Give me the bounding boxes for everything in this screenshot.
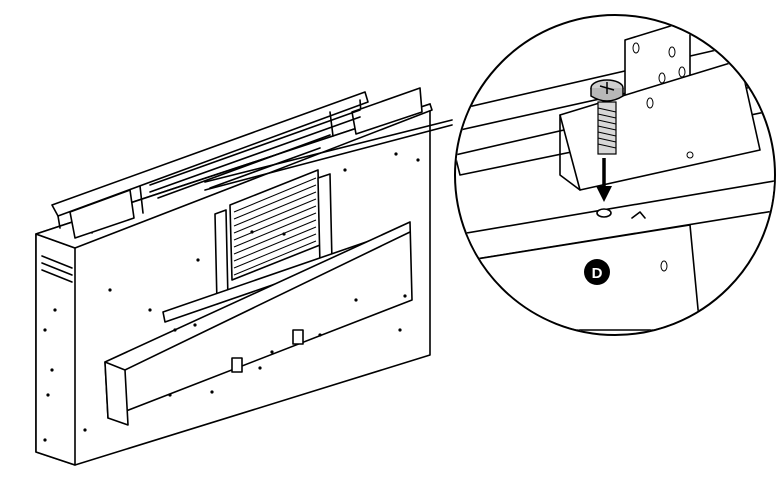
screw-hole: [193, 323, 197, 327]
screw-hole: [43, 438, 47, 442]
screw-hole: [46, 393, 50, 397]
latch-left: [231, 357, 243, 373]
screw-hole: [50, 368, 54, 372]
screw-target-hole: [596, 208, 612, 218]
screw-hole: [354, 298, 358, 302]
screw-hole: [53, 308, 57, 312]
callout-label: D: [592, 265, 603, 282]
screw-hole: [43, 328, 47, 332]
screw-icon: [590, 79, 624, 155]
latch-right: [292, 329, 304, 345]
screw-hole: [270, 350, 274, 354]
side-louvers: [41, 255, 73, 283]
screw-hole: [394, 152, 398, 156]
callout-badge: [584, 259, 610, 285]
wall-bracket: [51, 91, 369, 217]
grille-hatching: [233, 177, 317, 276]
callout-leader-top: [204, 119, 453, 183]
bracket-lip-right: [351, 87, 423, 135]
fireplace-unit: [35, 87, 453, 466]
arrow-down-icon: [596, 158, 612, 202]
screw-hole: [108, 288, 112, 292]
top-vent: [149, 109, 361, 199]
detail-callout: D: [454, 14, 776, 336]
screw-hole: [210, 390, 214, 394]
detail-bracket-foot: [559, 59, 761, 191]
lower-channel-face: [104, 361, 129, 426]
screw-hole: [250, 230, 254, 234]
screw-hole: [282, 232, 286, 236]
callout-leader-bottom: [204, 124, 453, 191]
screw-hole: [173, 328, 177, 332]
bracket-lip: [69, 189, 135, 239]
screw-hole: [168, 393, 172, 397]
screw-hole: [318, 333, 322, 337]
screw-hole: [403, 294, 407, 298]
screw-hole: [83, 428, 87, 432]
screw-hole: [398, 328, 402, 332]
top-edge: [35, 103, 433, 249]
screw-hole: [258, 366, 262, 370]
screw-hole: [343, 168, 347, 172]
screw-hole: [148, 308, 152, 312]
screw-hole: [416, 158, 420, 162]
right-vertical-rail: [317, 173, 333, 267]
screw-hole: [196, 258, 200, 262]
panel-screw-holes: [43, 152, 420, 442]
